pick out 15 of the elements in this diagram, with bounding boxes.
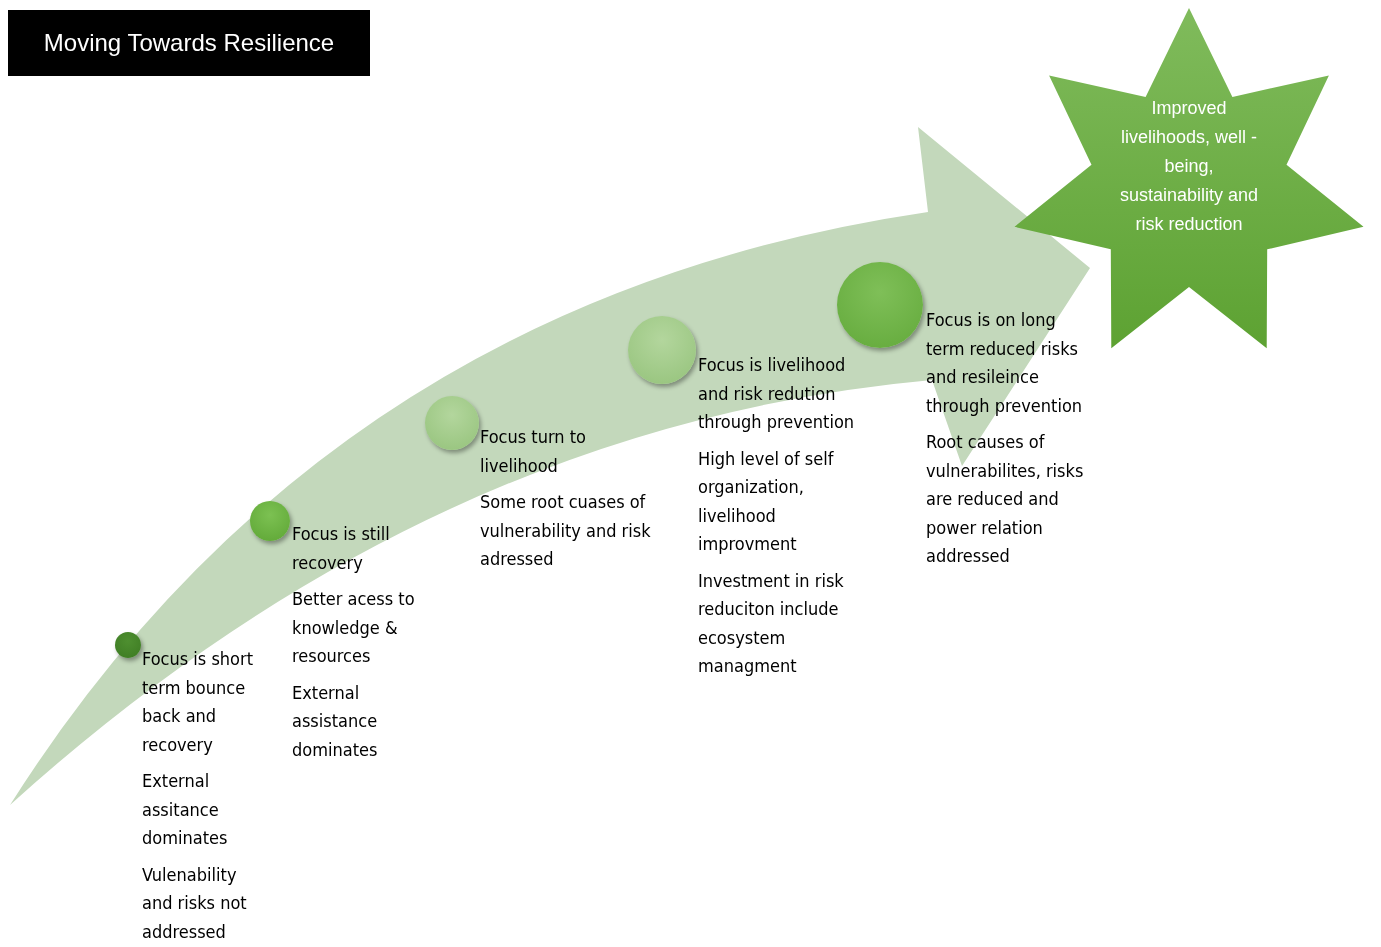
step-heading: Focus is livelihood and risk redution through prevention — [698, 353, 856, 434]
step-note: External assistance dominates — [292, 680, 379, 762]
step-heading: Focus is still recovery — [292, 522, 391, 575]
step-note: Investment in risk reduciton include ecosystem managment — [698, 568, 845, 678]
step-heading: Focus is short term bounce back and recovery — [142, 647, 254, 757]
step-note: Root causes of vulnerabilites, risks are reduced and power relation addressed — [926, 430, 1085, 568]
step-heading: Focus turn to livelihood — [480, 425, 587, 478]
outcome-text: Improved livelihoods, well -being, sustainability and risk reduction — [1118, 97, 1260, 236]
step-heading: Focus is on long term reduced risks and resileince through prevention — [926, 308, 1084, 418]
step-note: Some root cuases of vulnerability and risk adressed — [480, 490, 652, 571]
step-note: High level of self organization, livelihood improvment — [698, 446, 835, 556]
step-note: Vulenability and risks not addressed — [142, 862, 248, 944]
step-note: Better acess to knowledge & resources — [292, 587, 416, 668]
step-note: External assitance dominates — [142, 769, 229, 850]
title-banner: Moving Towards Resilience — [8, 10, 370, 76]
